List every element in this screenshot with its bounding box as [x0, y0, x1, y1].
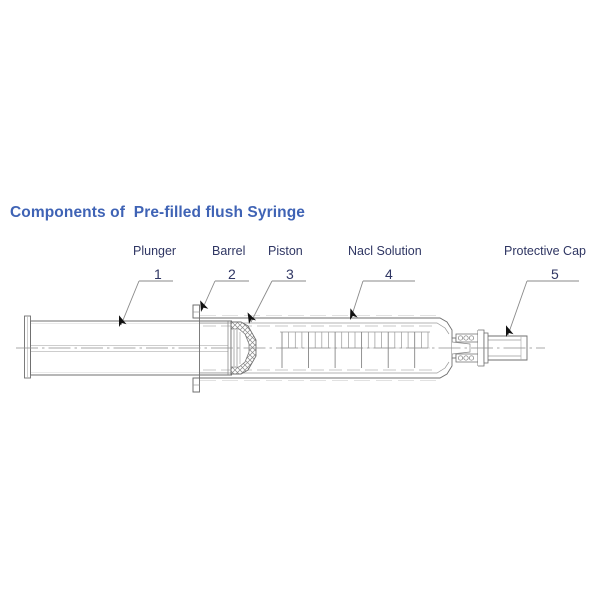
label-barrel: Barrel: [212, 244, 246, 258]
number-barrel: 2: [228, 266, 236, 282]
arrowhead-barrel: [200, 300, 209, 312]
callout-leaders: [120, 280, 528, 336]
arrowhead-protective-cap: [505, 325, 514, 337]
callout-arrowheads: [118, 300, 514, 337]
barrel-outline-bottom: [199, 358, 453, 379]
finger-flange-top: [192, 304, 200, 319]
label-protective-cap: Protective Cap: [504, 244, 586, 258]
arrowhead-nacl-solution: [350, 308, 358, 320]
plunger-assembly: [24, 315, 232, 379]
leader-line-piston: [250, 280, 273, 323]
luer-lock-collar: [451, 329, 485, 367]
leader-line-protective-cap: [507, 280, 528, 336]
label-piston: Piston: [268, 244, 303, 258]
page-title: Components of Pre-filled flush Syringe: [10, 204, 305, 221]
leader-line-plunger: [120, 280, 140, 326]
graduation-marks: [281, 332, 429, 368]
number-plunger: 1: [154, 266, 162, 282]
number-piston: 3: [286, 266, 294, 282]
number-protective-cap: 5: [551, 266, 559, 282]
label-plunger: Plunger: [133, 244, 177, 258]
number-nacl-solution: 4: [385, 266, 393, 282]
label-nacl-solution: Nacl Solution: [348, 244, 422, 258]
barrel-outline-top: [199, 317, 453, 338]
barrel-body: [192, 304, 453, 393]
arrowhead-piston: [247, 312, 257, 324]
arrowhead-plunger: [118, 315, 127, 327]
